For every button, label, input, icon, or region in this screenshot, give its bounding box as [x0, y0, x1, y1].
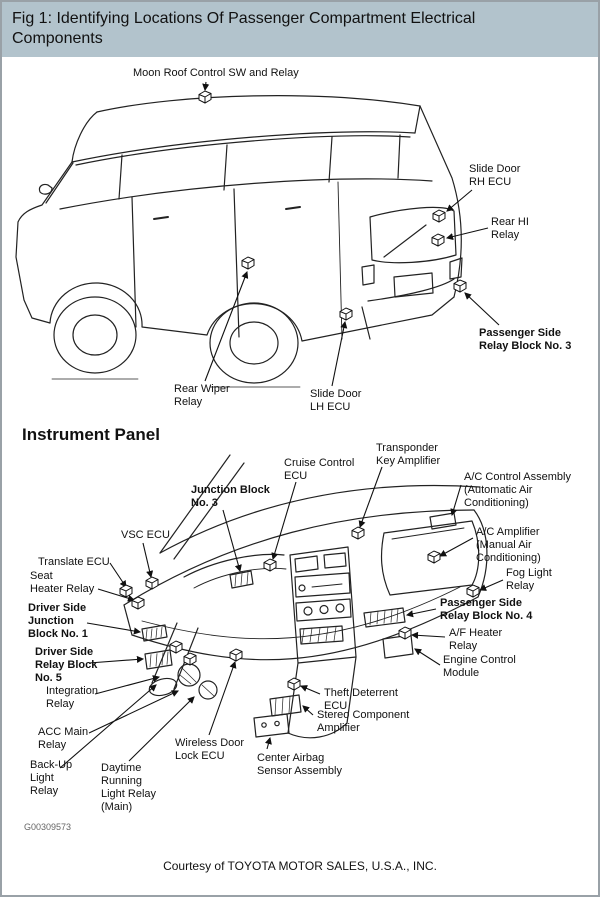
label-stereo-component-amplifier: Stereo Component Amplifier	[317, 709, 410, 734]
label-slide-door-rh-ecu: Slide Door RH ECU	[469, 163, 521, 188]
courtesy-line: Courtesy of TOYOTA MOTOR SALES, U.S.A., …	[163, 859, 437, 873]
label-seat-heater-relay: Seat Heater Relay	[30, 570, 95, 595]
label-transponder-key-amplifier: Transponder Key Amplifier	[376, 442, 441, 467]
instrument-panel-illustration	[59, 454, 504, 769]
label-wireless-door-lock-ecu: Wireless Door Lock ECU	[175, 737, 245, 762]
instrument-panel-heading: Instrument Panel	[22, 425, 160, 444]
label-rear-hi-relay: Rear HI Relay	[491, 216, 529, 241]
instrument-panel-diagram: Instrument Panel	[2, 425, 598, 822]
label-moon-roof-control-sw-and-relay: Moon Roof Control SW and Relay	[133, 67, 299, 79]
label-driver-side-junction-block-no-1: Driver Side Junction Block No. 1	[28, 602, 88, 640]
van-illustration	[15, 81, 500, 388]
label-cruise-control-ecu: Cruise Control ECU	[284, 457, 355, 482]
label-center-airbag-sensor-assembly: Center Airbag Sensor Assembly	[257, 752, 342, 777]
label-slide-door-lh-ecu: Slide Door LH ECU	[310, 388, 362, 413]
label-passenger-side-relay-block-no-4: Passenger Side Relay Block No. 4	[440, 597, 533, 622]
figure-header: Fig 1: Identifying Locations Of Passenge…	[2, 2, 598, 57]
label-integration-relay: Integration Relay	[46, 685, 98, 710]
figure-title: Fig 1: Identifying Locations Of Passenge…	[12, 10, 476, 47]
label-junction-block-no-3: Junction Block No. 3	[191, 484, 270, 509]
label-acc-main-relay: ACC Main Relay	[38, 726, 89, 751]
label-af-heater-relay: A/F Heater Relay	[449, 627, 503, 652]
label-driver-side-relay-block-no-5: Driver Side Relay Block No. 5	[35, 646, 98, 684]
label-backup-light-relay: Back-Up Light Relay	[30, 759, 73, 797]
label-theft-deterrent-ecu: Theft Deterrent ECU	[324, 687, 398, 712]
label-ac-control-assembly: A/C Control Assembly (Automatic Air Cond…	[464, 471, 571, 509]
label-engine-control-module: Engine Control Module	[443, 654, 516, 679]
label-rear-wiper-relay: Rear Wiper Relay	[174, 383, 230, 408]
van-diagram: Moon Roof Control SW and Relay Slide Doo…	[2, 57, 598, 425]
label-daytime-running-light-relay-main: Daytime Running Light Relay (Main)	[101, 762, 157, 813]
figure-id: G00309573	[24, 822, 72, 832]
label-vsc-ecu: VSC ECU	[121, 529, 170, 541]
label-fog-light-relay: Fog Light Relay	[506, 567, 552, 592]
label-translate-ecu: Translate ECU	[38, 556, 110, 568]
label-passenger-side-relay-block-no-3: Passenger Side Relay Block No. 3	[479, 327, 572, 352]
label-ac-amplifier: A/C Amplifier (Manual Air Conditioning)	[476, 526, 541, 564]
